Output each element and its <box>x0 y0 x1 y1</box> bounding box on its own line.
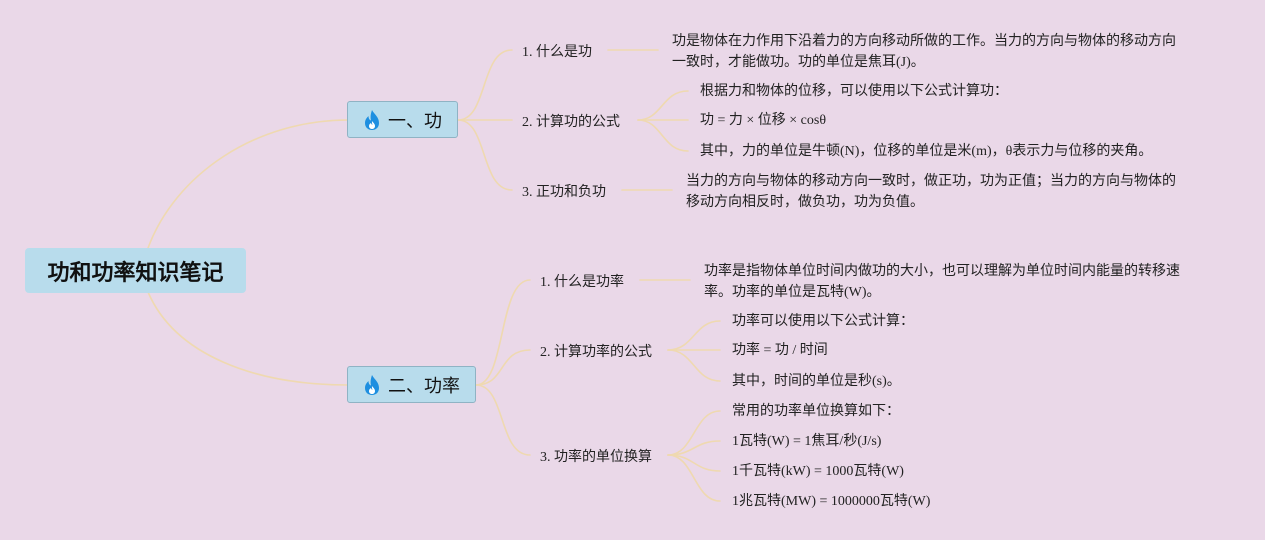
connector-t22-leaf-1 <box>667 320 721 351</box>
section-node-work[interactable]: 一、功 <box>347 101 458 138</box>
connector-root-section-2 <box>147 291 349 386</box>
connector-t22-leaf-3 <box>667 349 721 382</box>
section-title: 一、功 <box>388 110 442 132</box>
section-node-power[interactable]: 二、功率 <box>347 366 476 403</box>
leaf-conversion-kilowatt: 1千瓦特(kW) = 1000瓦特(W) <box>732 464 904 479</box>
leaf-work-formula-units: 其中，力的单位是牛顿(N)，位移的单位是米(m)，θ表示力与位移的夹角。 <box>700 144 1153 159</box>
connector-s1-t3 <box>457 119 513 191</box>
root-title: 功和功率知识笔记 <box>47 260 224 286</box>
topic-what-is-power[interactable]: 1. 什么是功率 <box>540 275 624 290</box>
connector-t23-leaf-4 <box>667 454 721 502</box>
leaf-work-formula-intro: 根据力和物体的位移，可以使用以下公式计算功： <box>700 84 1008 99</box>
leaf-power-formula-units: 其中，时间的单位是秒(s)。 <box>732 374 901 389</box>
connector-s1-t1 <box>457 49 513 121</box>
topic-what-is-work[interactable]: 1. 什么是功 <box>522 45 592 60</box>
flame-icon <box>365 109 379 130</box>
flame-icon <box>365 374 379 395</box>
connector-t12-leaf-3 <box>637 119 689 152</box>
connector-s2-t1 <box>475 279 531 386</box>
topic-power-unit-conversion[interactable]: 3. 功率的单位换算 <box>540 450 652 465</box>
connector-t23-leaf-3 <box>667 454 721 472</box>
leaf-work-formula: 功 = 力 × 位移 × cosθ <box>700 113 827 128</box>
leaf-conversion-watt: 1瓦特(W) = 1焦耳/秒(J/s) <box>732 434 882 449</box>
leaf-conversion-intro: 常用的功率单位换算如下： <box>732 404 900 419</box>
root-node[interactable]: 功和功率知识笔记 <box>25 248 246 293</box>
connector-s2-t3 <box>475 384 531 456</box>
topic-power-formula[interactable]: 2. 计算功率的公式 <box>540 345 652 360</box>
connector-root-section-1 <box>147 119 349 249</box>
connector-t12-leaf-1 <box>637 90 689 121</box>
connector-t23-leaf-2 <box>667 440 721 456</box>
connector-t23-leaf-1 <box>667 410 721 456</box>
leaf-conversion-megawatt: 1兆瓦特(MW) = 1000000瓦特(W) <box>732 494 931 509</box>
section-title: 二、功率 <box>388 375 460 397</box>
leaf-power-formula: 功率 = 功 / 时间 <box>732 343 828 358</box>
leaf-positive-negative-work: 当力的方向与物体的移动方向一致时，做正功，功为正值；当力的方向与物体的移动方向相… <box>686 174 1176 210</box>
leaf-power-formula-intro: 功率可以使用以下公式计算： <box>732 314 914 329</box>
leaf-work-definition: 功是物体在力作用下沿着力的方向移动所做的工作。当力的方向与物体的移动方向一致时，… <box>672 34 1176 70</box>
topic-positive-negative-work[interactable]: 3. 正功和负功 <box>522 185 606 200</box>
leaf-power-definition: 功率是指物体单位时间内做功的大小，也可以理解为单位时间内能量的转移速率。功率的单… <box>704 264 1180 300</box>
connector-s2-t2 <box>475 349 531 386</box>
topic-work-formula[interactable]: 2. 计算功的公式 <box>522 115 620 130</box>
